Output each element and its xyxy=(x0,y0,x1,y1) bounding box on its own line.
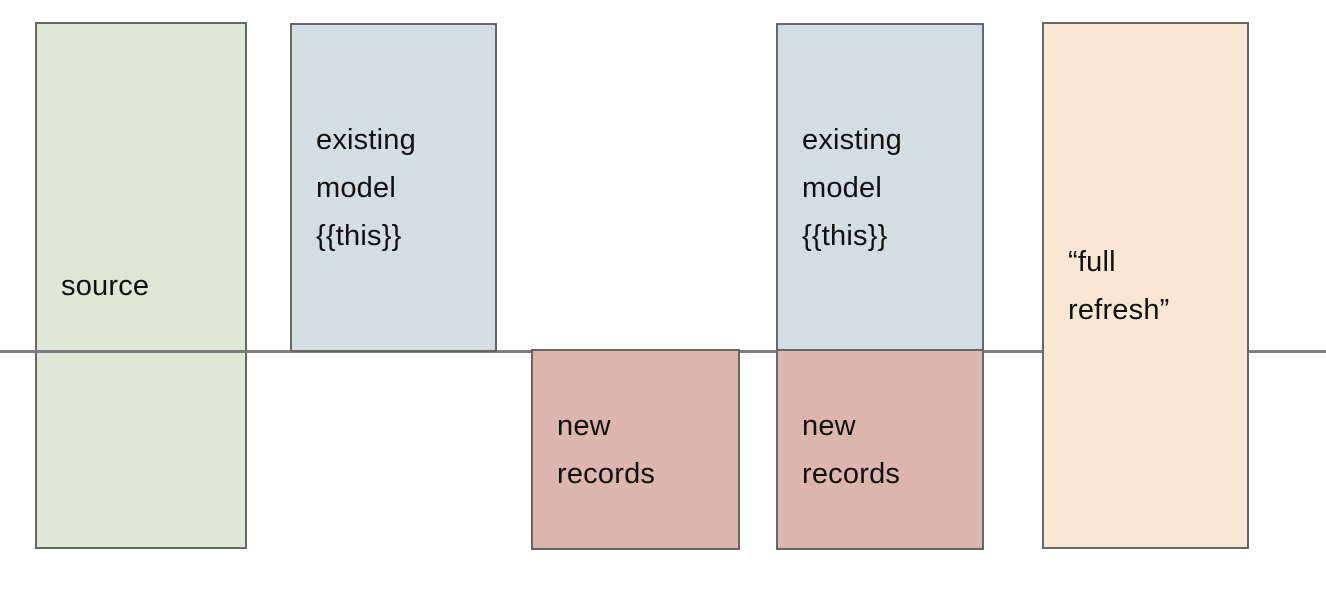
box-new-records-2-label: new records xyxy=(802,409,901,490)
box-source-label: source xyxy=(61,269,150,302)
box-new-records-1: new records xyxy=(531,349,740,550)
box-existing-model-1-label: existing model {{this}} xyxy=(316,123,416,252)
box-new-records-1-label: new records xyxy=(557,409,656,490)
box-source: source xyxy=(35,22,247,549)
box-new-records-2: new records xyxy=(776,349,984,550)
box-full-refresh-label: “full refresh” xyxy=(1068,245,1170,326)
box-existing-model-2-label: existing model {{this}} xyxy=(802,123,902,252)
box-existing-model-1: existing model {{this}} xyxy=(290,23,497,352)
box-existing-model-2: existing model {{this}} xyxy=(776,23,984,352)
box-full-refresh: “full refresh” xyxy=(1042,22,1249,549)
